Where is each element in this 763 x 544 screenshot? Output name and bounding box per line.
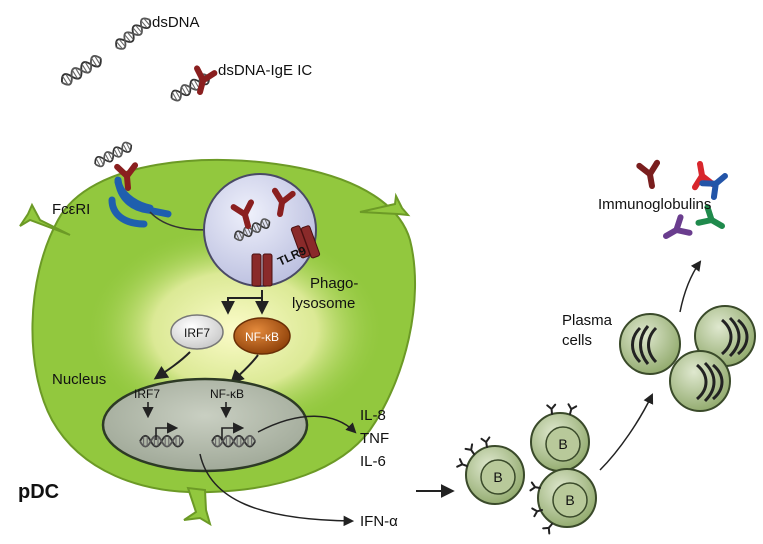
arrow-to-plasma [599,393,654,471]
dsdna-ige-label: dsDNA-IgE IC [218,62,312,79]
plasma-cell [694,305,756,367]
nfkb-nucleus-label: NF-κB [210,387,244,401]
b-cells [456,403,597,535]
arrow-to-immunoglobulins [679,260,702,313]
b-cell-label-2: B [558,436,567,452]
irf7-nucleus-label: IRF7 [134,387,160,401]
nucleus-label: Nucleus [52,371,106,388]
b-cell-label-3: B [565,492,574,508]
phago-label-line1: Phago- [310,275,358,292]
nucleus [101,377,309,473]
irf7-node-label: IRF7 [184,326,210,340]
plasma-cells [619,305,756,412]
phago-label-line2: lysosome [292,295,355,312]
pdc-label: pDC [18,481,59,503]
dsdna-ige-complex [167,68,214,104]
plasma-label-line1: Plasma [562,312,613,329]
b-cell-label-1: B [493,469,502,485]
il6-label: IL-6 [360,453,386,470]
arrow-to-cytokines [257,415,357,434]
dsdna-helices [58,14,155,89]
plasma-label-line2: cells [562,332,592,349]
nfkb-node [233,317,291,355]
il8-label: IL-8 [360,407,386,424]
nfkb-node-label: NF-κB [245,330,279,344]
fceri-label: FcεRI [52,201,90,218]
ifn-label: IFN-α [360,513,398,530]
fceri-receptor [91,139,172,228]
b-cell [456,436,525,505]
tnf-label: TNF [360,430,389,447]
phagolysosome [203,173,321,287]
plasma-cell [619,313,681,375]
immunoglobulins-label: Immunoglobulins [598,196,711,213]
arrow-to-irf7 [221,290,263,315]
b-cell [529,468,597,535]
arrow-to-ifn [199,453,355,527]
plasma-cell [669,350,731,412]
dsdna-label: dsDNA [152,14,200,31]
arrow-irf7-to-nucleus [153,351,191,380]
irf7-node [170,314,224,350]
